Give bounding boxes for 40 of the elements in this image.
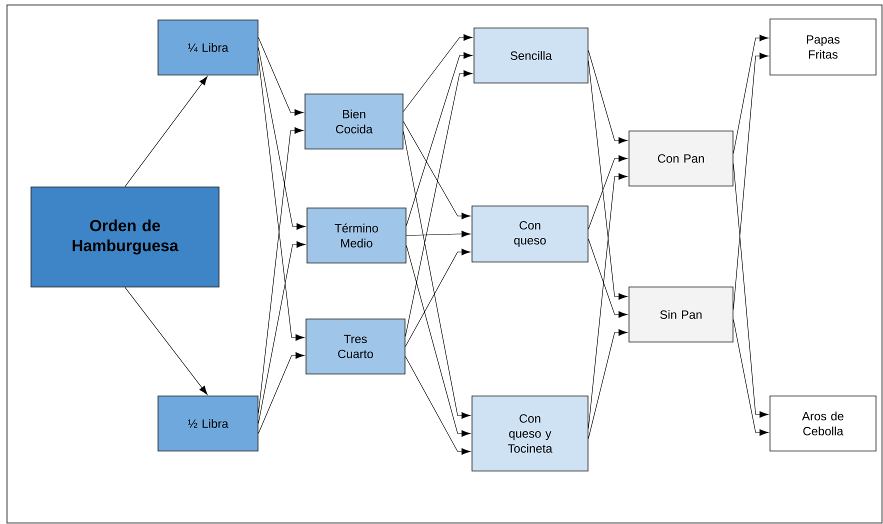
- process-box: Sencilla: [474, 28, 588, 84]
- arrow: [403, 131, 471, 419]
- process-box: Sin Pan: [628, 286, 734, 342]
- main-box: Orden de Hamburguesa: [30, 186, 220, 288]
- arrow: [258, 352, 305, 434]
- arrow: [733, 319, 769, 436]
- arrow: [588, 155, 628, 230]
- arrow: [406, 52, 473, 226]
- arrow: [588, 50, 628, 144]
- arrow: [733, 52, 769, 310]
- arrow: [124, 287, 208, 395]
- arrow: [733, 34, 769, 154]
- arrow: [403, 121, 471, 220]
- process-box: Aros de Cebolla: [770, 396, 876, 452]
- process-box: Con queso y Tocineta: [472, 396, 588, 472]
- arrow: [406, 245, 471, 437]
- arrow: [588, 60, 628, 300]
- arrow: [588, 238, 628, 318]
- arrow: [258, 127, 304, 414]
- process-box: Con Pan: [628, 130, 734, 186]
- arrow: [588, 329, 628, 439]
- process-box: Bien Cocida: [304, 94, 404, 150]
- arrow: [258, 37, 304, 116]
- arrow: [405, 248, 471, 347]
- arrow: [403, 34, 473, 112]
- arrow: [406, 230, 471, 238]
- process-box: Con queso: [472, 206, 588, 262]
- arrow: [405, 70, 473, 337]
- process-box: Papas Fritas: [770, 18, 876, 76]
- arrow: [733, 163, 769, 418]
- arrow: [258, 241, 306, 424]
- process-box: ¼ Libra: [158, 20, 258, 76]
- arrow: [124, 76, 208, 187]
- arrow: [405, 356, 471, 455]
- arrow: [588, 173, 628, 429]
- process-box: ½ Libra: [158, 396, 258, 452]
- process-box: Tres Cuarto: [306, 318, 406, 374]
- arrow: [258, 57, 305, 341]
- arrow: [258, 47, 306, 230]
- process-box: Término Medio: [306, 208, 406, 264]
